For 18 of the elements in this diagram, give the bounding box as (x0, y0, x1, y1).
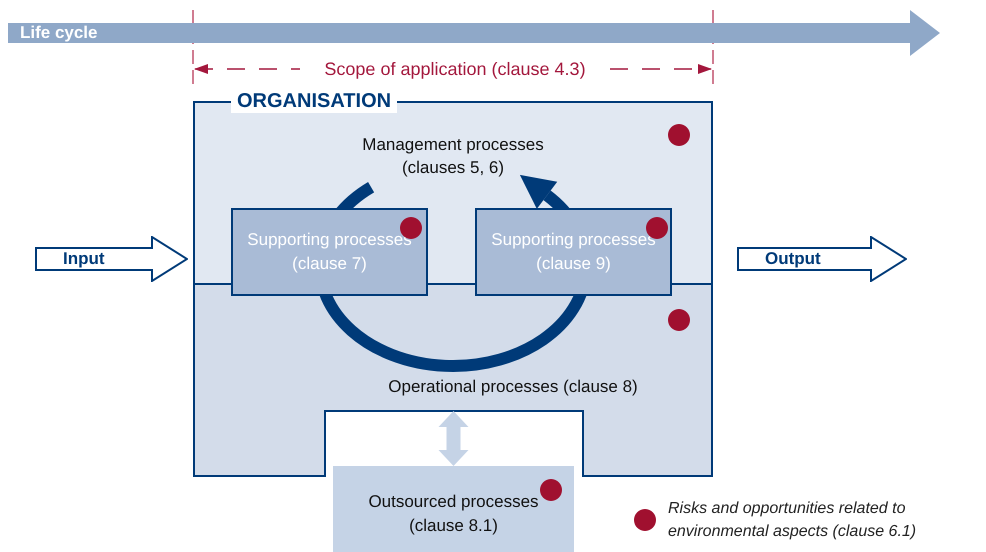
process-box (231, 208, 428, 296)
block-arrow (737, 236, 907, 282)
double-arrow (438, 411, 468, 466)
process-box (475, 208, 672, 296)
region-label: Management processes (clauses 5, 6) (361, 134, 545, 179)
process-box (333, 466, 574, 552)
arrow-label: Input (63, 248, 105, 270)
arrow-label: Output (765, 248, 821, 270)
process-label: Supporting processes (clause 7) (246, 229, 413, 275)
legend-label: Risks and opportunities related to environmental aspects (clause 6.1) (668, 499, 918, 542)
life-cycle-arrow (8, 10, 940, 56)
operational-region (193, 283, 713, 477)
scope-label: Scope of application (clause 4.3) (323, 58, 587, 81)
band-label: Life cycle (20, 22, 98, 44)
block-arrow (35, 236, 188, 282)
region-label: Operational processes (clause 8) (387, 376, 639, 398)
process-label: Outsourced processes (clause 8.1) (367, 491, 540, 537)
process-label: Supporting processes (clause 9) (490, 229, 657, 275)
